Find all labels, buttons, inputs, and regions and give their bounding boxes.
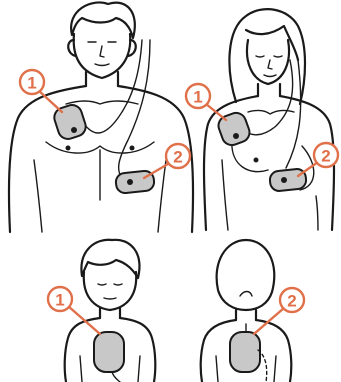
female-arm-lines [222, 160, 318, 230]
female-hair [229, 9, 305, 104]
child-back-pad-2 [230, 332, 260, 372]
adult-male-figure: 1 2 [9, 2, 193, 232]
child-back-head [217, 240, 275, 310]
male-mouth [95, 64, 109, 66]
male-nipple-left [66, 146, 71, 151]
female-marker-1-label: 1 [193, 88, 202, 107]
female-pad-2-connector [281, 177, 287, 183]
child-back-figure: 2 [201, 240, 304, 382]
female-face [247, 40, 289, 84]
child-back-hair-whorl [240, 292, 252, 297]
child-front-mouth [104, 298, 116, 299]
child-front-cable [112, 372, 120, 382]
female-marker-1: 1 [186, 84, 226, 120]
male-pad-1-connector [71, 127, 77, 133]
male-pad-cable [84, 40, 150, 178]
male-marker-2-label: 2 [173, 148, 182, 167]
child-front-figure: 1 [48, 240, 155, 382]
child-back-marker-2-label: 2 [287, 292, 296, 311]
female-marker-2-label: 2 [321, 147, 330, 166]
male-nipple-right [130, 146, 135, 151]
male-pad-2 [115, 170, 155, 194]
male-pad-2-connector [127, 179, 133, 185]
adult-female-figure: 1 2 [186, 9, 338, 230]
female-mouth [264, 75, 276, 77]
female-nose [268, 60, 272, 69]
male-marker-1-label: 1 [27, 74, 36, 93]
child-front-hair [81, 240, 139, 278]
female-pad-2 [269, 168, 307, 192]
female-eyes [256, 56, 282, 57]
child-front-head [84, 272, 136, 310]
male-nose [100, 46, 104, 57]
female-neck [258, 84, 280, 96]
female-nipple-left [254, 158, 259, 163]
child-front-eyes [98, 284, 122, 285]
child-front-pad-1 [94, 332, 124, 372]
child-front-marker-1-label: 1 [55, 291, 64, 310]
child-back-neck [236, 310, 256, 320]
male-marker-2: 2 [144, 144, 190, 178]
female-pad-1-connector [233, 133, 239, 139]
male-hair [71, 2, 135, 38]
